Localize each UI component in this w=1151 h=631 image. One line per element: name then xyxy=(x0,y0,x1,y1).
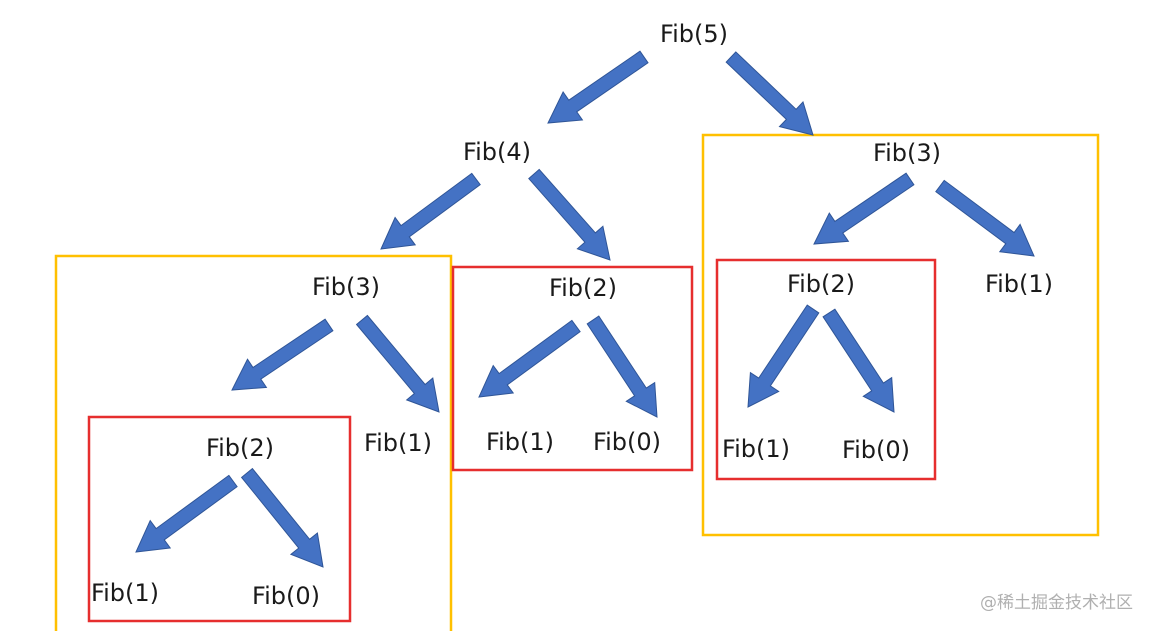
arrows-layer xyxy=(135,50,1035,568)
node-fib1-left-a: Fib(1) xyxy=(364,429,432,457)
node-fib2-left: Fib(2) xyxy=(206,434,274,462)
arrow-fib2l-to-fib0l xyxy=(240,467,324,568)
node-fib5: Fib(5) xyxy=(660,20,728,48)
node-fib4: Fib(4) xyxy=(463,138,531,166)
arrow-fib2l-to-fib1l xyxy=(135,474,238,553)
yellow-box-right-fib3 xyxy=(701,133,1100,537)
node-fib1-right: Fib(1) xyxy=(985,270,1053,298)
arrow-fib3r-to-fib2r xyxy=(813,172,915,245)
red-box-right-fib2 xyxy=(715,258,937,481)
red-box-left-fib2 xyxy=(87,415,352,623)
node-fib0-right: Fib(0) xyxy=(842,436,910,464)
node-fib3-left: Fib(3) xyxy=(312,273,380,301)
arrow-fib4-to-fib2-mid xyxy=(528,168,611,261)
node-fib2-right: Fib(2) xyxy=(787,270,855,298)
arrow-fib2r-to-fib0r xyxy=(822,308,895,413)
arrow-fib5-to-fib4 xyxy=(547,50,649,124)
node-fib0-left: Fib(0) xyxy=(252,582,320,610)
arrow-fib3l-to-fib2l xyxy=(231,318,334,391)
arrow-fib2m-to-fib0m xyxy=(586,315,658,418)
node-fib1-right-b: Fib(1) xyxy=(722,435,790,463)
node-fib2-mid: Fib(2) xyxy=(549,274,617,302)
node-fib0-mid: Fib(0) xyxy=(593,428,661,456)
arrow-fib5-to-fib3 xyxy=(725,51,814,136)
watermark-text: @稀土掘金技术社区 xyxy=(980,593,1133,613)
yellow-box-left-fib3 xyxy=(54,254,453,631)
arrow-fib2m-to-fib1m xyxy=(478,319,581,398)
arrow-fib4-to-fib3-left xyxy=(380,172,481,250)
arrow-fib3l-to-fib1 xyxy=(355,314,440,413)
node-fib1-left-b: Fib(1) xyxy=(91,579,159,607)
red-box-mid-fib2 xyxy=(451,265,694,472)
arrow-fib3r-to-fib1r xyxy=(935,179,1035,257)
arrow-fib2r-to-fib1r xyxy=(747,304,820,408)
node-fib3-right: Fib(3) xyxy=(873,139,941,167)
node-fib1-mid: Fib(1) xyxy=(486,428,554,456)
